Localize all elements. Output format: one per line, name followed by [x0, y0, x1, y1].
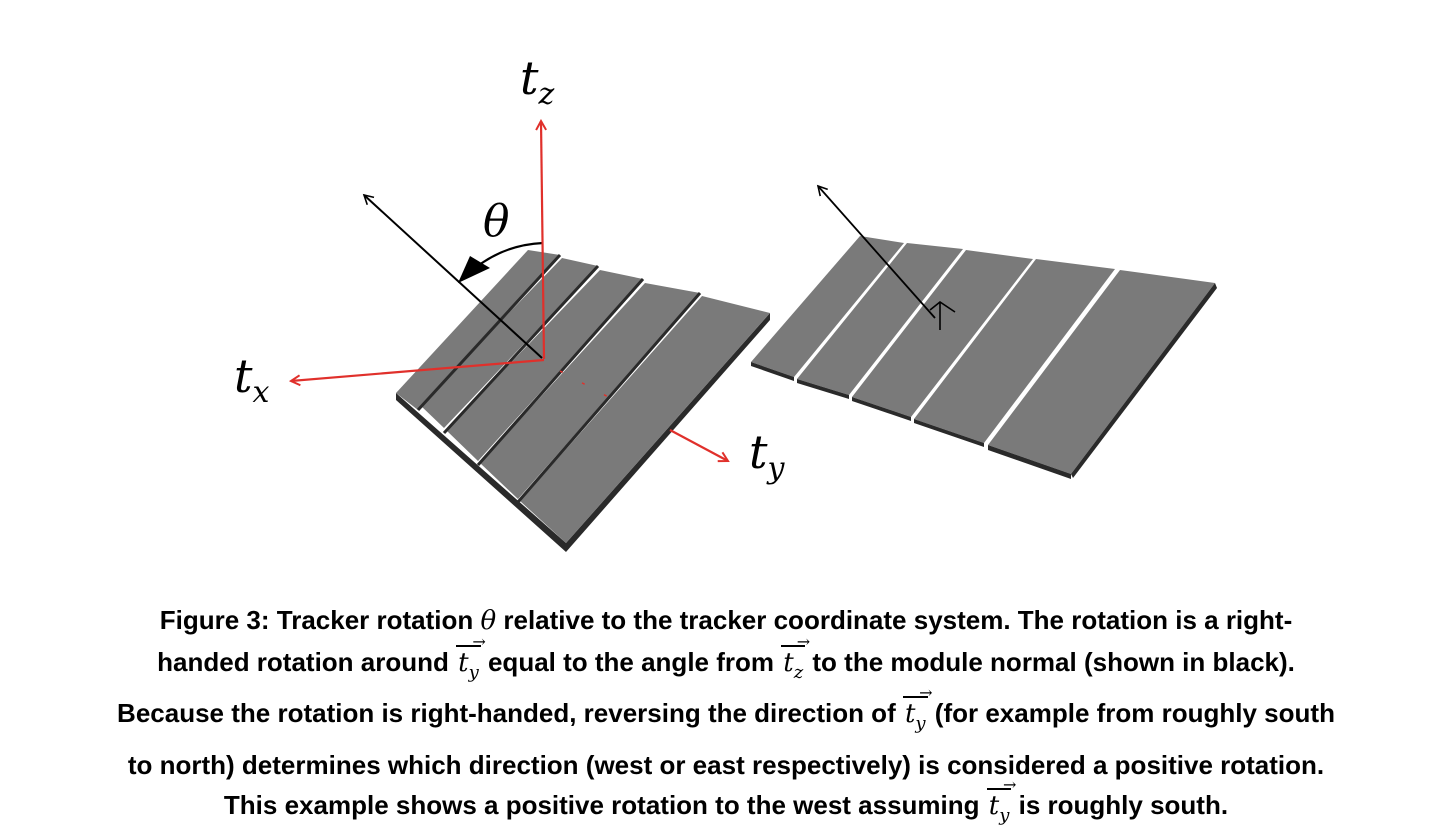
- right-module-3-edge: [852, 397, 911, 421]
- ty-axis-arrow: [669, 429, 728, 461]
- tz-axis-arrow: [541, 121, 544, 360]
- vector-tz: →tz: [781, 631, 811, 683]
- right-module-2-edge: [797, 379, 849, 399]
- left-module-4: [480, 283, 700, 499]
- right-module-4-edge: [914, 419, 984, 447]
- tz-axis-label: tz: [520, 51, 555, 112]
- left-module-gaps: [416, 253, 702, 503]
- right-module-1: [751, 236, 904, 377]
- vector-ty: →ty: [986, 775, 1017, 826]
- tracker-rotation-diagram: θ tz tx ty: [234, 51, 1217, 552]
- left-module-1: [396, 250, 560, 410]
- left-module-3: [446, 270, 643, 461]
- right-module-normal-arrow: [816, 184, 936, 319]
- vector-ty: →ty: [456, 631, 486, 683]
- theta-label: θ: [483, 196, 510, 247]
- left-module-5: [520, 296, 770, 543]
- caption-line-4: to north) determines which direction (we…: [127, 749, 1325, 780]
- theta-arc-arrowhead: [458, 256, 490, 283]
- figure-caption: Figure 3: Tracker rotation θ relative to…: [10, 600, 1442, 837]
- right-module-3: [852, 250, 1033, 417]
- caption-line-2: handed rotation around →ty equal to the …: [10, 631, 1442, 694]
- caption-line-5: This example shows a positive rotation t…: [10, 775, 1442, 837]
- left-tracker: [396, 250, 770, 552]
- ty-axis-label: ty: [749, 425, 786, 486]
- vector-ty: →ty: [902, 683, 933, 734]
- right-tracker: [751, 236, 1217, 479]
- tx-axis-label: tx: [234, 349, 270, 410]
- right-module-4: [914, 259, 1115, 443]
- module-normal-arrow: [362, 193, 543, 359]
- left-module-2: [420, 258, 598, 428]
- caption-line-1: Figure 3: Tracker rotation θ relative to…: [159, 605, 1293, 636]
- caption-line-3: Because the rotation is right-handed, re…: [10, 683, 1442, 745]
- right-module-5-edge: [988, 445, 1071, 479]
- right-module-5: [988, 270, 1215, 474]
- right-module-2: [797, 243, 963, 395]
- tx-axis-arrow: [291, 358, 545, 381]
- right-module-1-edge: [751, 362, 794, 381]
- right-module-5-side: [1071, 283, 1217, 478]
